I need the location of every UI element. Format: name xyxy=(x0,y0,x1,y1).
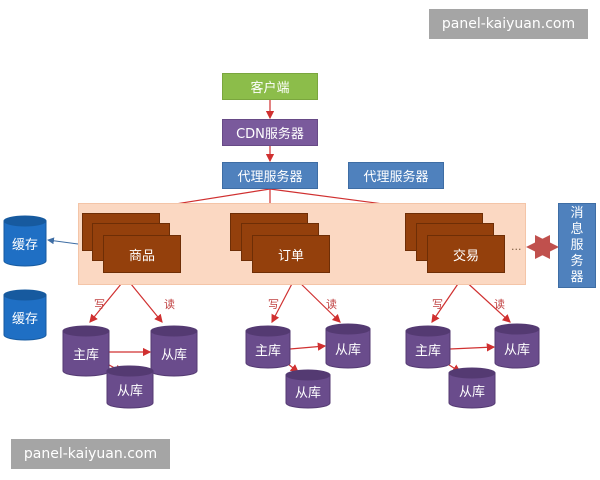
db-slave-1b: 从库 xyxy=(106,365,154,409)
message-server-char: 器 xyxy=(570,269,584,285)
message-server-char: 息 xyxy=(570,221,584,237)
cylinder-label: 主库 xyxy=(73,347,99,363)
service-trade: 交易 xyxy=(427,235,505,273)
arrow-write-3 xyxy=(431,277,463,323)
db-slave-1a: 从库 xyxy=(150,325,198,377)
arrow-write-1 xyxy=(89,277,127,323)
read-label: 读 xyxy=(326,298,337,311)
db-slave-2a: 从库 xyxy=(325,323,371,369)
arrow-panel-cache xyxy=(47,237,79,245)
ellipsis: ... xyxy=(511,240,522,253)
service-product: 商品 xyxy=(103,235,181,273)
cylinder-body xyxy=(3,294,47,341)
cylinder-top xyxy=(285,369,331,381)
arrow-master-slave-3a xyxy=(449,343,496,352)
cylinder-label: 从库 xyxy=(504,342,530,358)
cylinder-label: 从库 xyxy=(161,347,187,363)
cylinder-label: 主库 xyxy=(415,343,441,359)
cdn-server-node: CDN服务器 xyxy=(222,119,318,146)
cache-2: 缓存 xyxy=(3,289,47,341)
cylinder-top xyxy=(494,323,540,335)
cylinder-top xyxy=(150,325,198,337)
service-order: 订单 xyxy=(252,235,330,273)
proxy-server-node: 代理服务器 xyxy=(222,162,318,189)
cylinder-body xyxy=(405,330,451,369)
cylinder-top xyxy=(3,289,47,301)
read-label: 读 xyxy=(164,298,175,311)
cylinder-body xyxy=(106,370,154,409)
cylinder-top xyxy=(325,323,371,335)
message-server-char: 务 xyxy=(570,253,584,269)
arrow-write-2 xyxy=(271,277,296,324)
db-master-3: 主库 xyxy=(405,325,451,369)
cylinder-body xyxy=(245,330,291,369)
db-slave-3a: 从库 xyxy=(494,323,540,369)
cylinder-body xyxy=(448,372,496,409)
cylinder-label: 从库 xyxy=(335,342,361,358)
write-label: 写 xyxy=(268,298,279,311)
arrow-read-3 xyxy=(461,277,511,323)
cache-1: 缓存 xyxy=(3,215,47,267)
cylinder-top xyxy=(448,367,496,379)
client-node: 客户端 xyxy=(222,73,318,100)
db-slave-3b: 从库 xyxy=(448,367,496,409)
write-label: 写 xyxy=(432,298,443,311)
cylinder-label: 缓存 xyxy=(12,238,38,253)
arrow-master-slave-2a xyxy=(289,342,327,351)
message-server-char: 消 xyxy=(570,205,584,221)
cylinder-top xyxy=(3,215,47,227)
db-master-2: 主库 xyxy=(245,325,291,369)
cylinder-body xyxy=(3,220,47,267)
cylinder-label: 主库 xyxy=(255,343,281,359)
cylinder-top xyxy=(405,325,451,337)
cylinder-top xyxy=(245,325,291,337)
arrow-read-2 xyxy=(294,277,341,323)
read-label: 读 xyxy=(494,298,505,311)
watermark-top: panel-kaiyuan.com xyxy=(429,9,588,39)
db-slave-2b: 从库 xyxy=(285,369,331,409)
cylinder-top xyxy=(62,325,110,337)
message-server-char: 服 xyxy=(570,237,584,253)
cylinder-body xyxy=(285,374,331,409)
proxy-server-secondary-node: 代理服务器 xyxy=(348,162,444,189)
db-master-1: 主库 xyxy=(62,325,110,377)
cylinder-label: 从库 xyxy=(459,384,485,400)
cylinder-body xyxy=(325,328,371,369)
cylinder-top xyxy=(106,365,154,377)
arrow-read-1 xyxy=(125,277,163,323)
cylinder-label: 缓存 xyxy=(12,312,38,327)
cylinder-label: 从库 xyxy=(295,385,321,401)
cylinder-label: 从库 xyxy=(117,383,143,399)
cylinder-body xyxy=(494,328,540,369)
write-label: 写 xyxy=(94,298,105,311)
message-server-node: 消 息 服 务 器 xyxy=(558,203,596,288)
watermark-bottom: panel-kaiyuan.com xyxy=(11,439,170,469)
